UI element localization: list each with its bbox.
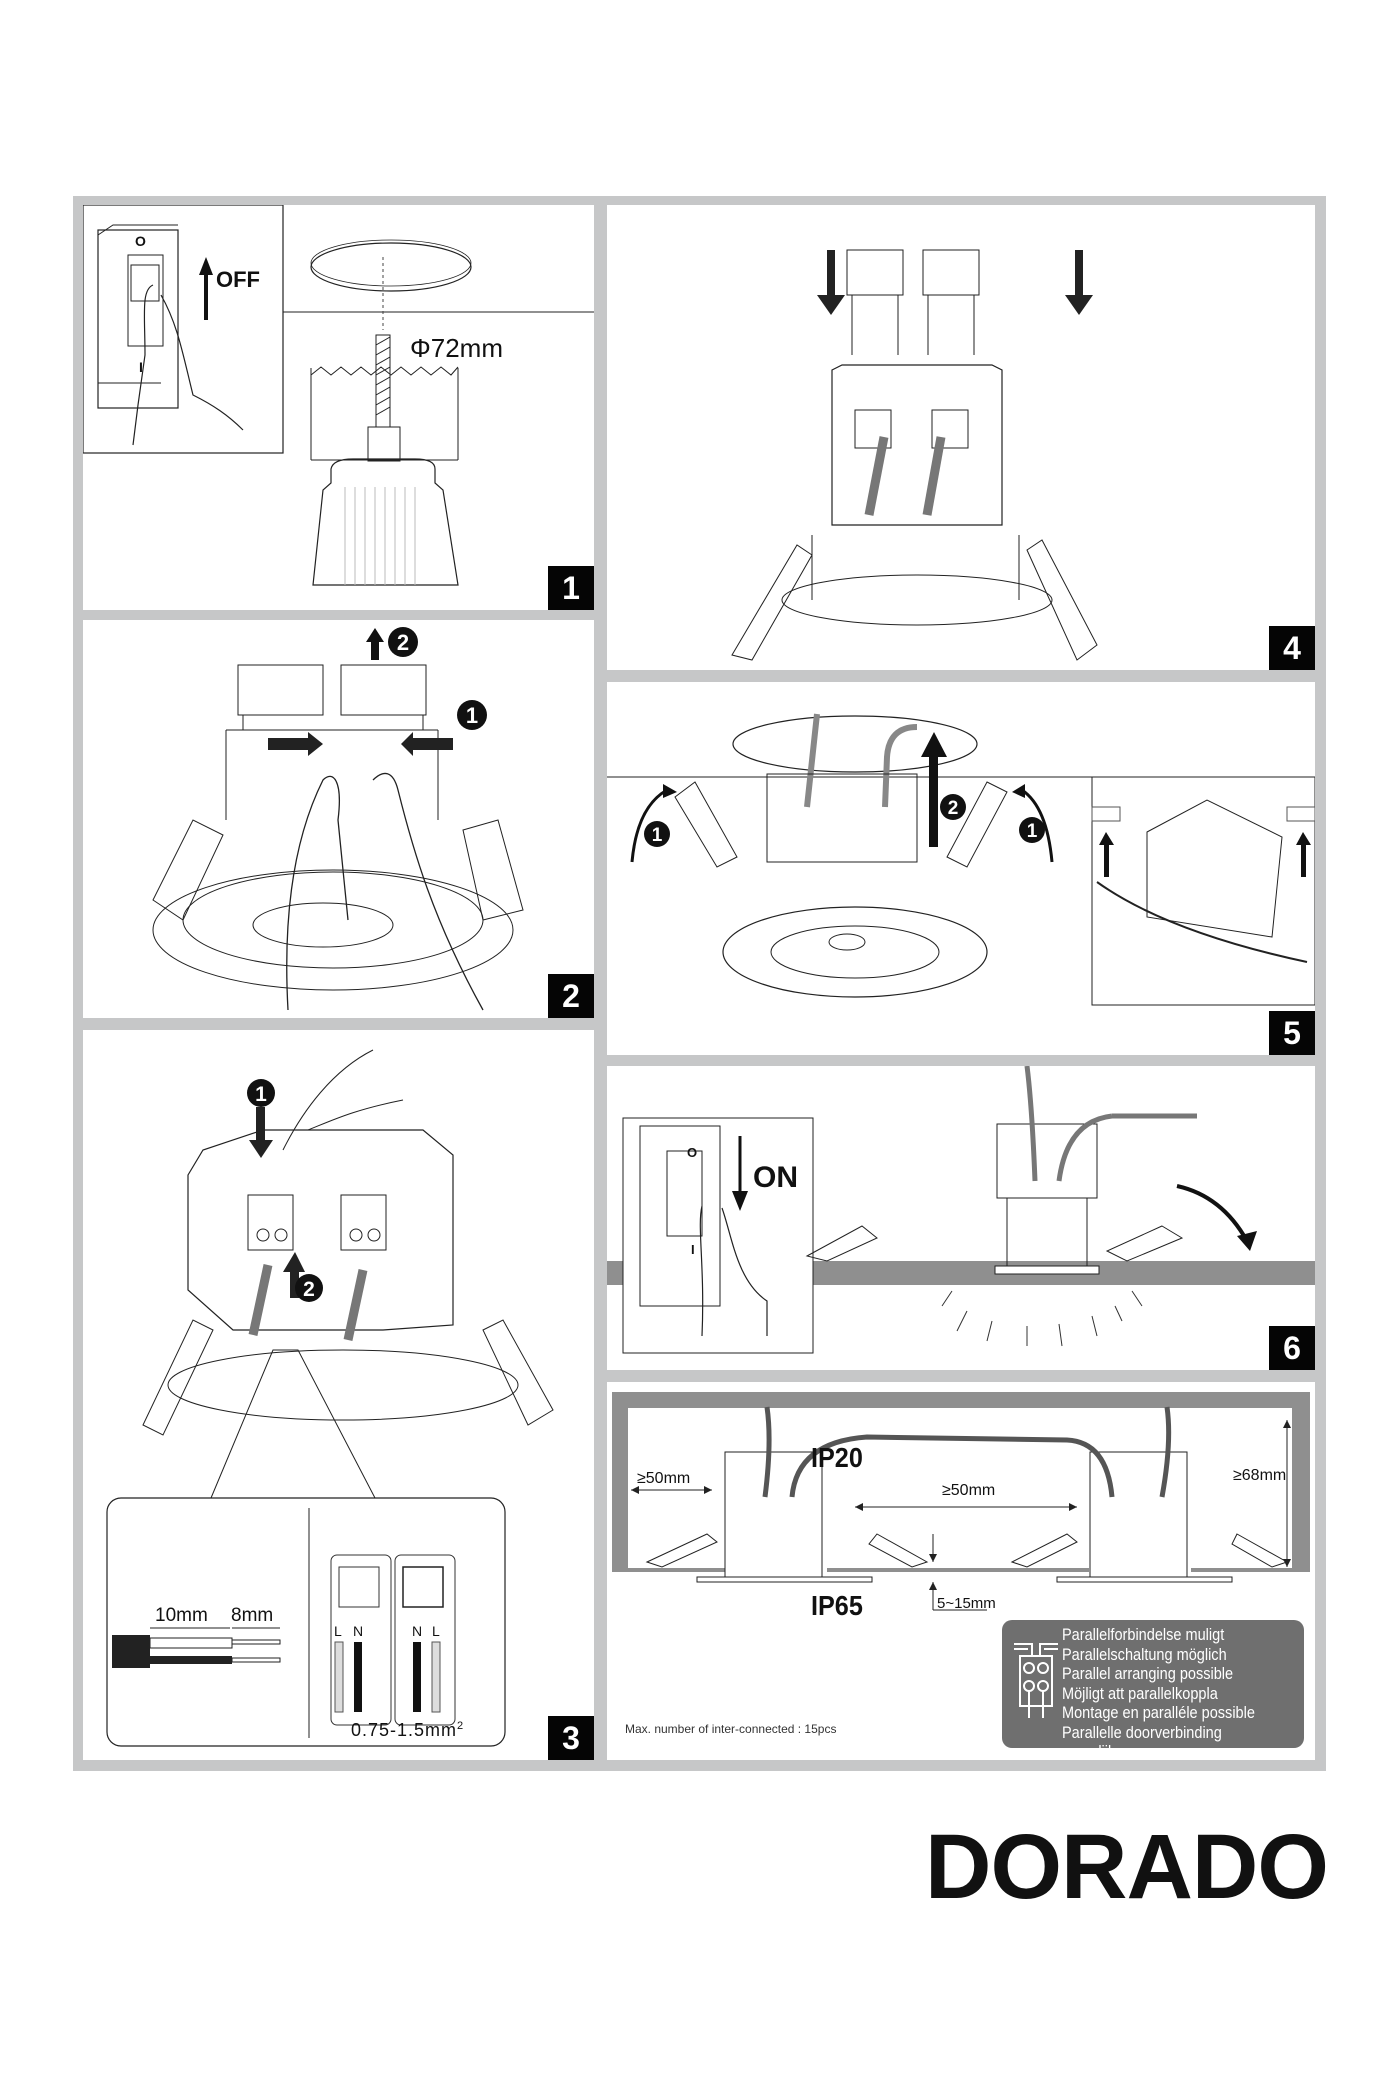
parallel-text-nl: Parallelle doorverbinding mogelijk	[1062, 1723, 1222, 1761]
step-number-badge: 5	[1269, 1011, 1315, 1055]
off-label: OFF	[216, 267, 260, 292]
callout-1: 1	[255, 1083, 267, 1106]
step-3-panel: 1 2 10mm 8mm L N N L 0.75-1.5mm2 3	[83, 1030, 594, 1760]
terminal-label-n: N	[412, 1623, 423, 1639]
callout-1-right: 1	[1027, 821, 1038, 842]
between-clearance-label: ≥50mm	[942, 1482, 996, 1499]
ip-rating-top: IP20	[811, 1442, 863, 1473]
wire-gauge-exponent: 2	[457, 1720, 465, 1732]
callout-2: 2	[948, 798, 959, 819]
strip-length-outer: 10mm	[155, 1605, 208, 1626]
parallel-text-de: Parallelschaltung möglich	[1062, 1645, 1227, 1664]
installation-panel: IP20 IP65 ≥50mm ≥50mm ≥68mm 5~15mm Max. …	[607, 1382, 1315, 1760]
strip-length-inner: 8mm	[231, 1605, 274, 1626]
ip-rating-bottom: IP65	[811, 1590, 863, 1621]
step-number-badge: 2	[548, 974, 594, 1018]
step-6-illustration	[607, 1066, 1315, 1354]
callout-2: 2	[397, 630, 409, 655]
callout-2: 2	[303, 1278, 315, 1301]
step-number-badge: 1	[548, 566, 594, 610]
switch-off-mark: I	[139, 359, 143, 375]
max-interconnected-note: Max. number of inter-connected : 15pcs	[625, 1722, 837, 1736]
product-name: DORADO	[925, 1816, 1329, 1918]
step-4-panel: 4	[607, 205, 1315, 670]
switch-on-mark: O	[687, 1145, 698, 1160]
parallel-terminal-icon	[1014, 1643, 1058, 1718]
terminal-label-l: L	[334, 1623, 342, 1639]
ceiling-thickness-label: 5~15mm	[937, 1595, 996, 1612]
parallel-connection-notice: Parallelforbindelse muligt Parallelschal…	[1002, 1620, 1304, 1760]
step-4-illustration	[731, 249, 1098, 661]
wire-gauge-value: 0.75-1.5mm	[351, 1720, 458, 1740]
height-clearance-label: ≥68mm	[1233, 1467, 1287, 1484]
step-number-badge: 4	[1269, 626, 1315, 670]
hole-diameter-label: Φ72mm	[410, 333, 503, 363]
step-2-illustration: 2 1	[152, 627, 524, 1011]
step-5-panel: 1 1 2 5	[607, 682, 1315, 1055]
step-number-badge: 3	[548, 1716, 594, 1760]
step-number-badge: 6	[1269, 1326, 1315, 1370]
parallel-text-en: Parallel arranging possible	[1062, 1665, 1234, 1683]
callout-1-left: 1	[652, 825, 663, 846]
step-2-panel: 2 1 2	[83, 620, 594, 1018]
wire-gauge-label: 0.75-1.5mm2	[351, 1720, 464, 1741]
parallel-text-list: Parallelforbindelse muligt Parallelschal…	[1062, 1626, 1275, 1760]
callout-1: 1	[466, 703, 478, 728]
terminal-label-l: L	[432, 1623, 440, 1639]
step-1-illustration	[83, 205, 594, 586]
on-label: ON	[753, 1161, 798, 1194]
side-clearance-label: ≥50mm	[637, 1470, 691, 1487]
installation-illustration	[612, 1392, 1310, 1611]
step-6-panel: O I ON 6	[607, 1066, 1315, 1370]
parallel-text-sv: Möjligt att parallelkoppla	[1062, 1684, 1218, 1703]
step-5-illustration: 1 1 2	[607, 713, 1315, 1006]
switch-on-mark: O	[135, 233, 146, 249]
parallel-text-da: Parallelforbindelse muligt	[1062, 1626, 1225, 1644]
parallel-text-fr: Montage en paralléle possible	[1062, 1704, 1255, 1722]
terminal-label-n: N	[353, 1623, 364, 1639]
switch-off-mark: I	[691, 1242, 695, 1257]
step-1-panel: O I OFF Φ72mm 1	[83, 205, 594, 610]
step-3-illustration: 1 2	[106, 1049, 554, 1747]
